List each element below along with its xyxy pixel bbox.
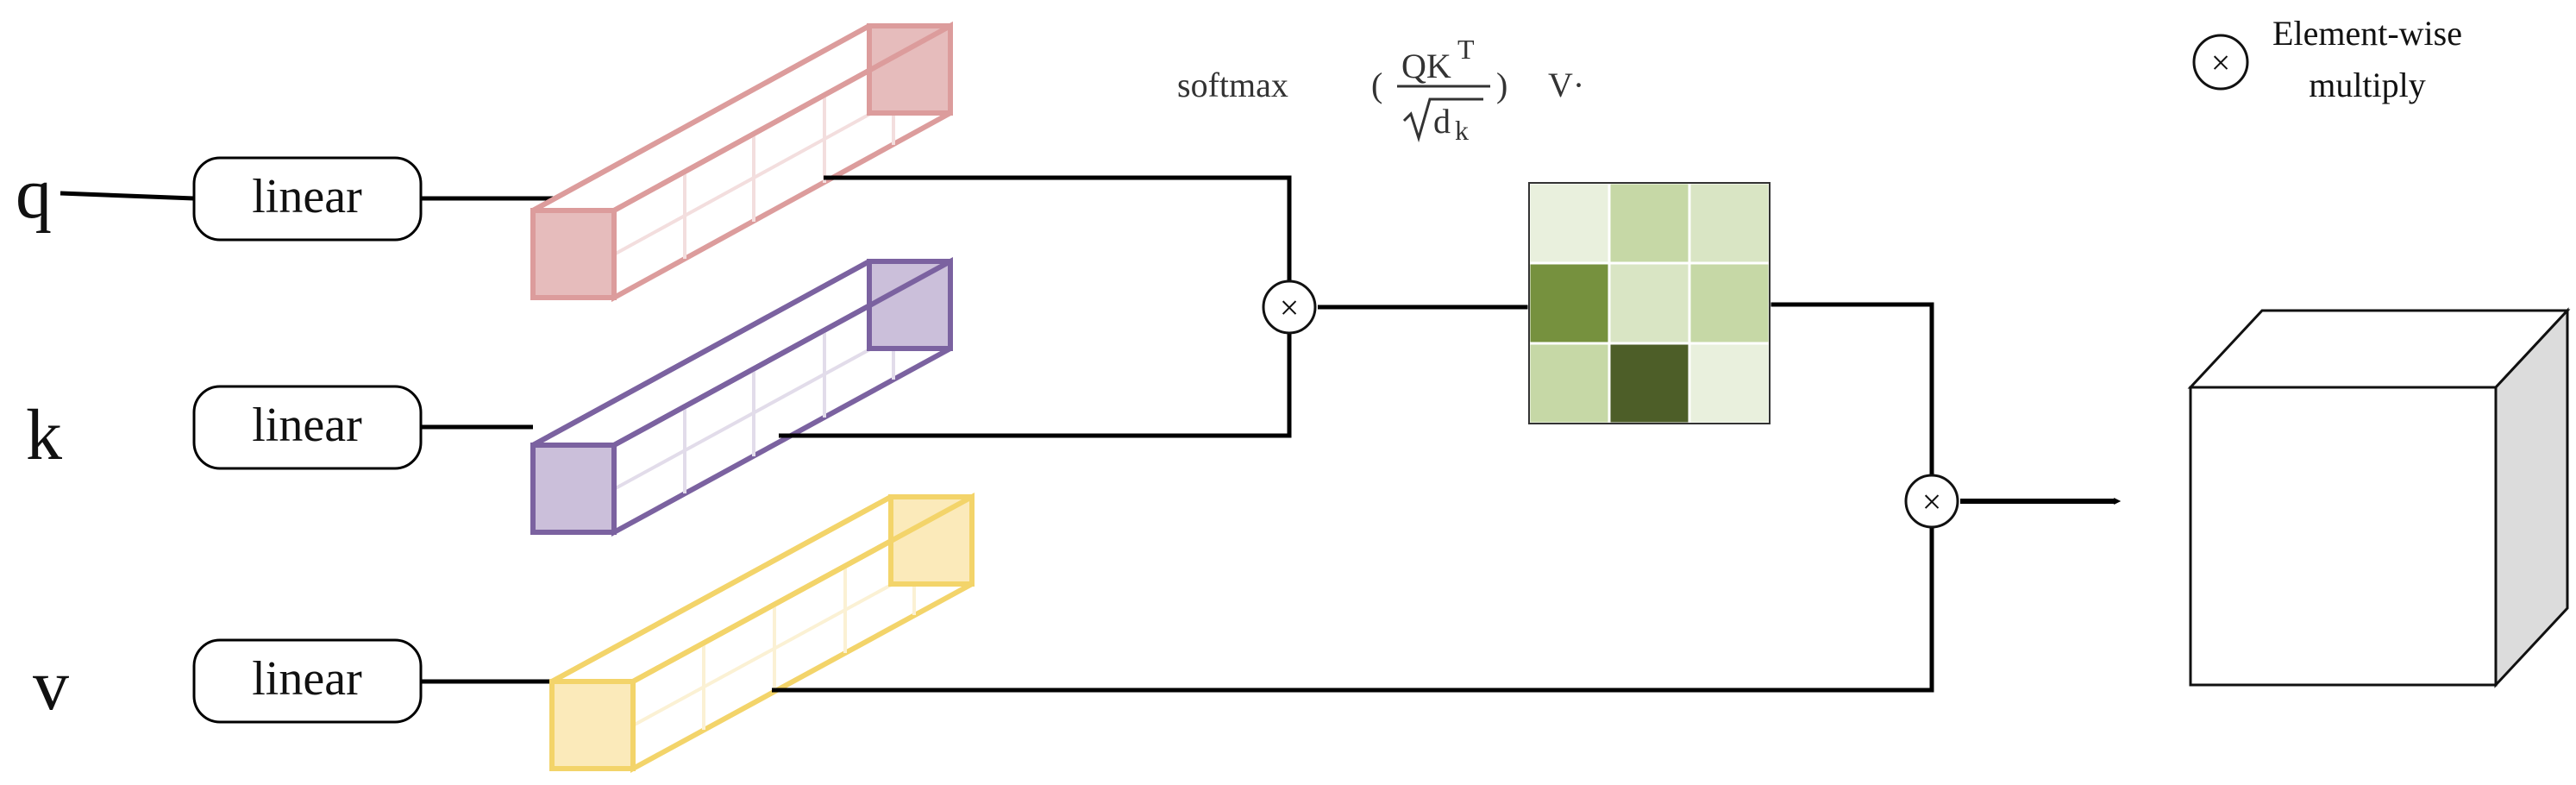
multiply-node-qk-symbol: × <box>1280 288 1300 327</box>
multiply-icon <box>1904 474 1959 529</box>
attention-matrix <box>1527 181 1771 425</box>
formula-numerator: QK <box>1401 47 1451 85</box>
multiply-node-qk: × <box>1262 279 1317 335</box>
matrix-cell-0-1 <box>1608 181 1691 265</box>
k-to-multiply-line <box>779 333 1292 438</box>
input-label-q: q <box>16 154 52 234</box>
matrix-border <box>1528 182 1771 424</box>
matrix-cell-1-1 <box>1608 261 1691 345</box>
legend: × Element-wise multiply <box>2192 14 2462 104</box>
tensor-q <box>530 21 953 303</box>
multiply-node-v: × <box>1904 474 1959 529</box>
matrix-to-multiply-line <box>1770 302 1934 477</box>
linear-box-k: linear <box>192 385 423 470</box>
formula-denominator: d <box>1433 102 1451 141</box>
output-cube-front <box>2189 386 2498 687</box>
matrix-cell-1-0 <box>1527 261 1611 345</box>
v-to-multiply-line <box>772 525 1934 693</box>
tensor-k <box>530 256 953 537</box>
softmax-formula: softmax ( QK T d k ) V· <box>1177 34 1584 146</box>
legend-line1: Element-wise <box>2272 14 2462 53</box>
linear-box-q: linear <box>192 156 423 242</box>
linear-box-v: linear <box>192 638 423 724</box>
matrix-cell-1-2 <box>1688 261 1771 345</box>
matrix-cell-2-1 <box>1608 342 1691 425</box>
input-label-v: v <box>33 645 69 725</box>
matrix-cell-2-2 <box>1688 342 1771 425</box>
formula-func: softmax <box>1177 66 1288 104</box>
q-to-multiply-line <box>824 175 1292 285</box>
legend-line2: multiply <box>2309 66 2426 104</box>
output-cube <box>2187 307 2571 688</box>
formula-open-paren: ( <box>1371 66 1382 104</box>
matrix-cell-0-2 <box>1688 181 1771 265</box>
multiply-icon <box>2192 34 2249 91</box>
formula-suffix: V· <box>1548 66 1584 104</box>
q-input-line <box>60 191 195 201</box>
multiply-icon <box>1262 279 1317 335</box>
formula-sqrt-sign <box>1402 97 1483 143</box>
tensor-v <box>549 492 975 774</box>
formula-superscript: T <box>1457 34 1475 65</box>
formula-close-paren: ) <box>1496 66 1507 104</box>
linear-box-v-label: linear <box>252 652 362 706</box>
matrix-cell-0-0 <box>1527 181 1611 265</box>
linear-box-k-label: linear <box>252 399 362 452</box>
formula-subscript: k <box>1455 115 1469 146</box>
linear-box-q-label: linear <box>252 170 362 223</box>
matrix-cell-2-0 <box>1527 342 1611 425</box>
input-label-k: k <box>26 395 62 475</box>
legend-symbol: × <box>2211 43 2231 82</box>
multiply-node-v-symbol: × <box>1922 482 1942 521</box>
